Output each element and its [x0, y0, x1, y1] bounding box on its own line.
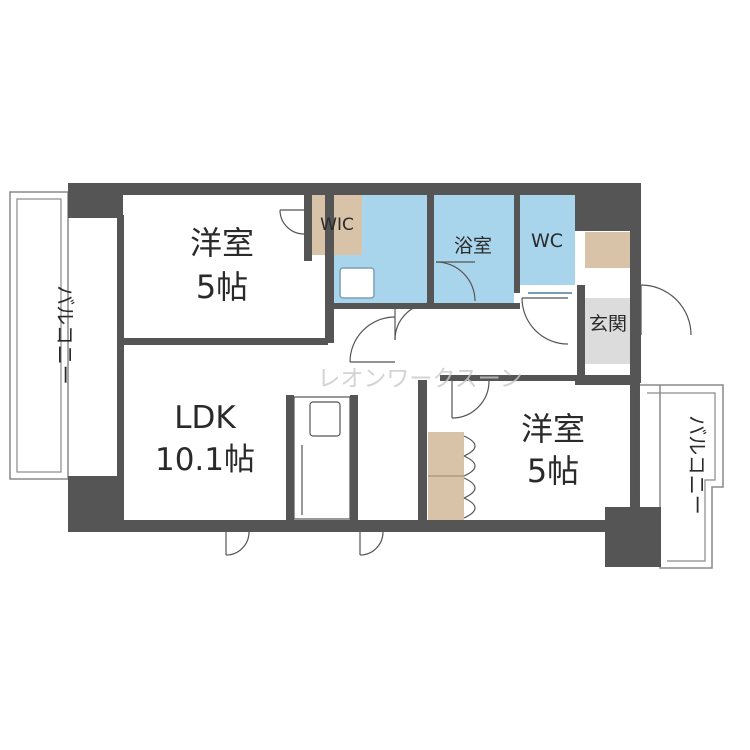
bath-area	[434, 193, 514, 303]
ldk-name: LDK	[174, 400, 236, 436]
watermark: レオンワークスーン	[317, 366, 522, 392]
wic-label: WIC	[320, 215, 354, 235]
entrance-label: 玄関	[589, 313, 627, 335]
wc-label: WC	[531, 230, 563, 252]
room2-size: 5帖	[527, 452, 579, 490]
room1-size: 5帖	[196, 268, 248, 306]
washbasin	[339, 267, 375, 299]
entrance-floor	[585, 298, 633, 364]
ldk-size: 10.1帖	[155, 442, 255, 478]
room1-name: 洋室	[190, 224, 254, 262]
shoe-storage	[585, 232, 633, 268]
doors	[225, 209, 692, 556]
toilet-fixture	[528, 292, 572, 294]
balcony-right-label: バルコニー	[685, 415, 709, 515]
wc-area	[520, 193, 575, 285]
room2-name: 洋室	[521, 410, 585, 448]
windows	[117, 225, 637, 500]
kitchen-counter	[293, 396, 351, 520]
balcony-left-label: バルコニー	[53, 285, 77, 385]
walls	[68, 183, 661, 567]
balcony-left	[9, 191, 69, 480]
bath-label: 浴室	[454, 235, 492, 257]
